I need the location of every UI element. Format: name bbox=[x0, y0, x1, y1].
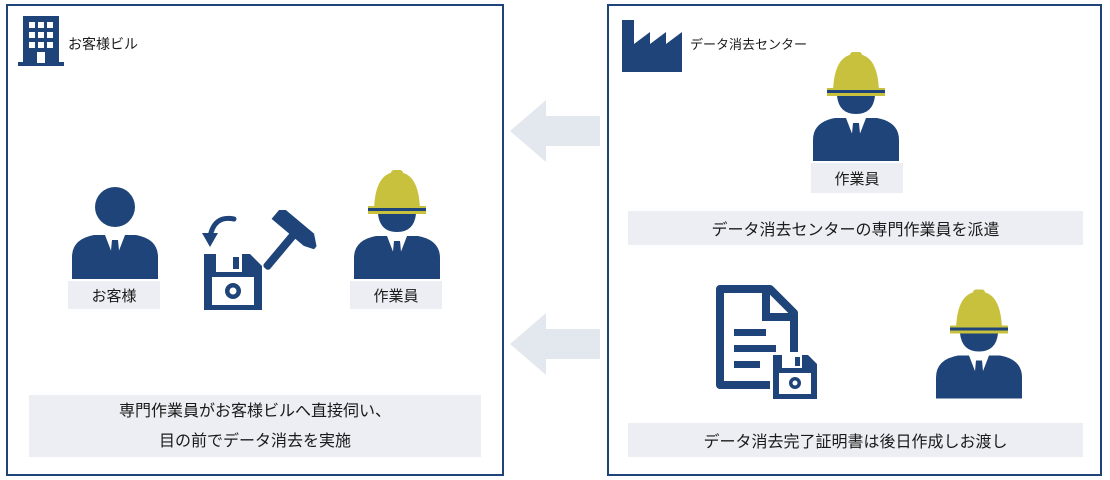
left-worker-label: 作業員 bbox=[350, 281, 442, 309]
left-arrow-icon bbox=[510, 313, 602, 375]
factory-icon bbox=[620, 20, 684, 72]
customer-label: お客様 bbox=[68, 281, 160, 309]
worker-icon bbox=[936, 288, 1022, 400]
onsite-erasure-note: 専門作業員がお客様ビルへ直接伺い、 目の前でデータ消去を実施 bbox=[29, 395, 481, 457]
worker-icon bbox=[813, 52, 899, 161]
person-icon bbox=[72, 187, 158, 279]
floppy-disk-icon bbox=[200, 207, 266, 315]
right-panel-title: データ消去センター bbox=[690, 38, 808, 53]
floppy-disk-icon bbox=[770, 352, 820, 402]
onsite-erasure-note-line2: 目の前でデータ消去を実施 bbox=[158, 431, 351, 450]
right-worker-label: 作業員 bbox=[811, 163, 903, 193]
dispatch-note: データ消去センターの専門作業員を派遣 bbox=[628, 211, 1083, 245]
left-arrow-icon bbox=[510, 100, 602, 162]
onsite-erasure-note-line1: 専門作業員がお客様ビルへ直接伺い、 bbox=[118, 401, 391, 420]
hammer-icon bbox=[253, 210, 321, 272]
certificate-note: データ消去完了証明書は後日作成しお渡し bbox=[628, 423, 1083, 457]
building-icon bbox=[18, 16, 64, 66]
document-icon bbox=[716, 285, 820, 405]
left-panel-title: お客様ビル bbox=[68, 37, 138, 53]
worker-icon bbox=[354, 170, 440, 279]
